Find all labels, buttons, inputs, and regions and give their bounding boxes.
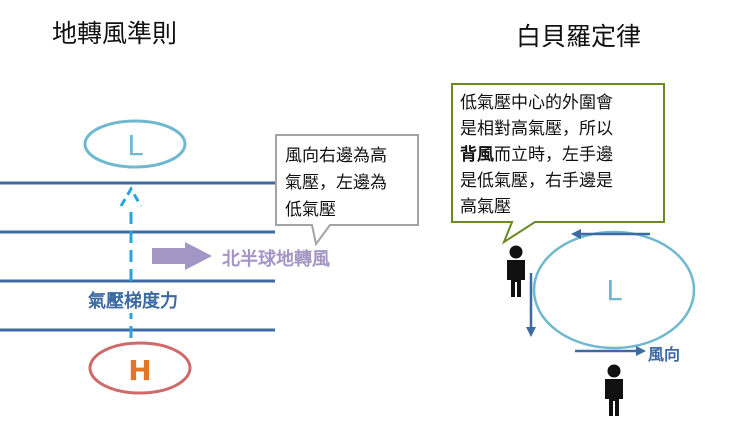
right-callout-line: 背風而立時，左手邊 — [460, 144, 613, 165]
right-callout-line: 低氣壓中心的外圍會 — [460, 93, 613, 113]
isobars — [0, 181, 275, 332]
left-callout-line: 低氣壓 — [285, 200, 336, 220]
gradient-label-bg — [86, 287, 212, 313]
high-pressure-marker: H — [88, 341, 192, 395]
left-callout: 風向右邊為高 氣壓，左邊為 低氣壓 — [275, 134, 419, 247]
geostrophic-wind-arrow — [152, 242, 212, 270]
low-pressure-circle — [532, 230, 696, 350]
wind-direction-label: 風向 — [648, 345, 680, 364]
right-callout-line: 高氣壓 — [460, 197, 511, 217]
person-icon — [605, 364, 623, 416]
right-callout: 低氣壓中心的外圍會 是相對高氣壓，所以 背風而立時，左手邊 是低氣壓，右手邊是 … — [451, 83, 665, 245]
right-callout-line: 是低氣壓，右手邊是 — [460, 171, 613, 191]
pressure-gradient-arrow — [119, 186, 143, 338]
person-icon — [507, 245, 525, 297]
geostrophic-wind-label: 北半球地轉風 — [222, 248, 330, 270]
right-title: 白貝羅定律 — [516, 22, 641, 51]
pressure-gradient-label: 氣壓梯度力 — [88, 290, 178, 312]
low-pressure-marker: L — [83, 119, 187, 169]
left-title: 地轉風準則 — [52, 19, 177, 48]
left-callout-line: 氣壓，左邊為 — [285, 173, 387, 193]
low-pressure-label: L — [127, 129, 143, 162]
right-low-pressure-label: L — [606, 274, 622, 307]
high-pressure-label: H — [128, 354, 151, 387]
right-callout-bold: 背風 — [460, 144, 494, 165]
circulation-arrows — [526, 229, 650, 356]
left-callout-line: 風向右邊為高 — [285, 146, 387, 166]
right-callout-line: 是相對高氣壓，所以 — [460, 119, 613, 139]
right-callout-rest: 而立時，左手邊 — [494, 145, 613, 165]
